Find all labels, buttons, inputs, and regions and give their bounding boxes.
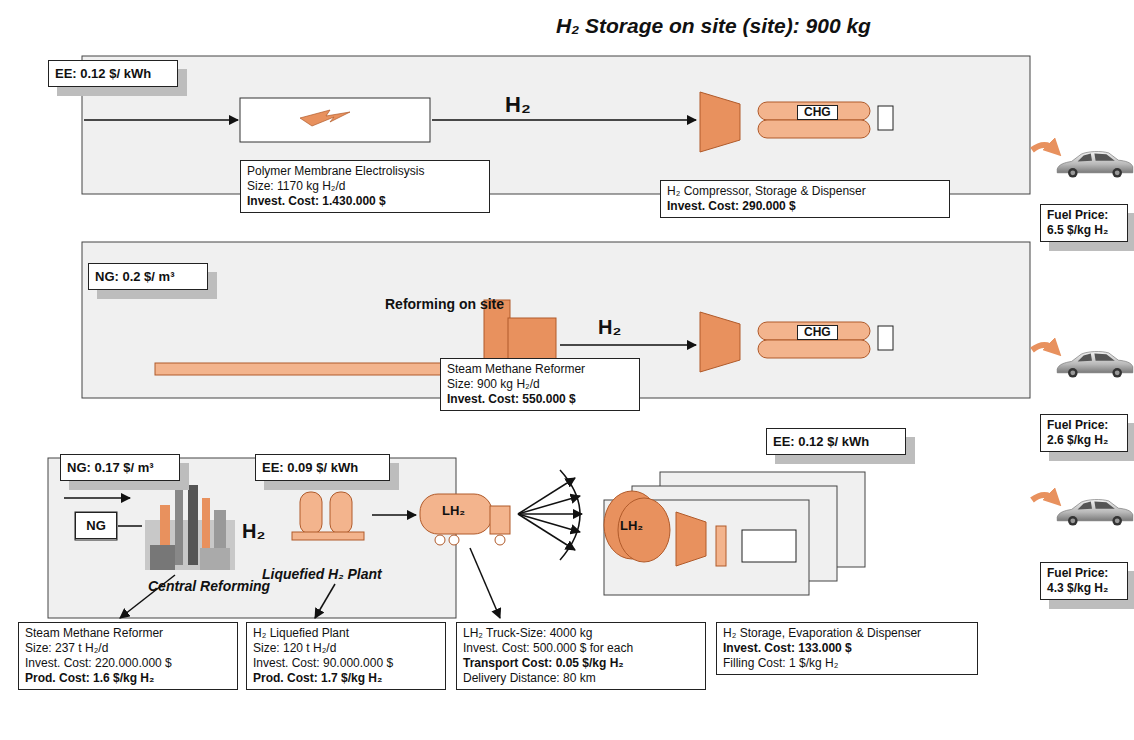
node-text: Size: 1170 kg H₂/d: [247, 179, 483, 194]
node-text: Filling Cost: 1 $/kg H₂: [723, 656, 971, 671]
part-label: Reforming on site: [385, 296, 504, 312]
tariff-box: EE: 0.12 $/ kWh: [48, 60, 178, 87]
node-text: Invest. Cost: 290.000 $: [667, 199, 943, 214]
info-box: LH₂ Truck-Size: 4000 kgInvest. Cost: 500…: [456, 622, 706, 690]
node-text: Size: 900 kg H₂/d: [447, 377, 633, 392]
tariff-box: NG: 0.17 $/ m³: [60, 454, 180, 481]
node-text: EE: 0.12 $/ kWh: [773, 434, 899, 449]
node-text: Size: 237 t H₂/d: [25, 641, 231, 656]
node-text: Invest. Cost: 500.000 $ for each: [463, 641, 699, 656]
info-box: H₂ Compressor, Storage & DispenserInvest…: [660, 180, 950, 218]
node-text: Invest. Cost: 90.000.000 $: [253, 656, 439, 671]
part-label: LH₂: [442, 503, 465, 518]
node-text: NG: [82, 518, 110, 533]
info-box: Steam Methane ReformerSize: 237 t H₂/dIn…: [18, 622, 238, 690]
source-box: NG: [75, 512, 117, 539]
part-label: H₂: [242, 520, 265, 543]
node-text: NG: 0.2 $/ m³: [95, 269, 201, 284]
node-text: Transport Cost: 0.05 $/kg H₂: [463, 656, 699, 671]
info-box: Steam Methane ReformerSize: 900 kg H₂/dI…: [440, 358, 640, 411]
info-box: H₂ Storage, Evaporation & DispenserInves…: [716, 622, 978, 675]
price-box: Fuel Price:2.6 $/kg H₂: [1040, 414, 1128, 452]
node-text: Invest. Cost: 220.000.000 $: [25, 656, 231, 671]
tariff-box: NG: 0.2 $/ m³: [88, 263, 208, 290]
tariff-box: EE: 0.12 $/ kWh: [766, 428, 906, 455]
node-text: Fuel Price:: [1047, 566, 1121, 581]
node-text: EE: 0.12 $/ kWh: [55, 66, 171, 81]
node-text: Steam Methane Reformer: [25, 626, 231, 641]
node-text: Steam Methane Reformer: [447, 362, 633, 377]
node-text: Fuel Price:: [1047, 418, 1121, 433]
tariff-box: EE: 0.09 $/ kWh: [255, 454, 390, 481]
part-label: Liquefied H₂ Plant: [262, 566, 382, 582]
price-box: Fuel Price:6.5 $/kg H₂: [1040, 204, 1128, 242]
node-text: Polymer Membrane Electrolisysis: [247, 164, 483, 179]
node-text: Size: 120 t H₂/d: [253, 641, 439, 656]
node-text: NG: 0.17 $/ m³: [67, 460, 173, 475]
node-text: 6.5 $/kg H₂: [1047, 223, 1121, 238]
node-text: Invest. Cost: 1.430.000 $: [247, 194, 483, 209]
node-text: Invest. Cost: 550.000 $: [447, 392, 633, 407]
part-label: H₂: [598, 316, 621, 339]
part-label: CHG: [797, 105, 838, 120]
node-text: H₂ Storage, Evaporation & Dispenser: [723, 626, 971, 641]
node-text: H₂ Liquefied Plant: [253, 626, 439, 641]
node-text: Prod. Cost: 1.6 $/kg H₂: [25, 671, 231, 686]
node-text: Invest. Cost: 133.000 $: [723, 641, 971, 656]
node-text: Delivery Distance: 80 km: [463, 671, 699, 686]
node-text: Prod. Cost: 1.7 $/kg H₂: [253, 671, 439, 686]
part-label: Central Reforming: [148, 578, 270, 594]
node-text: LH₂ Truck-Size: 4000 kg: [463, 626, 699, 641]
part-label: CHG: [797, 325, 838, 340]
part-label: H₂: [505, 92, 531, 118]
info-box: H₂ Liquefied PlantSize: 120 t H₂/dInvest…: [246, 622, 446, 690]
info-box: Polymer Membrane ElectrolisysisSize: 117…: [240, 160, 490, 213]
node-text: H₂ Compressor, Storage & Dispenser: [667, 184, 943, 199]
node-text: Fuel Price:: [1047, 208, 1121, 223]
diagram-title: H₂ Storage on site (site): 900 kg: [556, 14, 871, 38]
part-label: LH₂: [620, 518, 643, 533]
price-box: Fuel Price:4.3 $/kg H₂: [1040, 562, 1128, 600]
node-text: 2.6 $/kg H₂: [1047, 433, 1121, 448]
node-text: 4.3 $/kg H₂: [1047, 581, 1121, 596]
node-text: EE: 0.09 $/ kWh: [262, 460, 383, 475]
